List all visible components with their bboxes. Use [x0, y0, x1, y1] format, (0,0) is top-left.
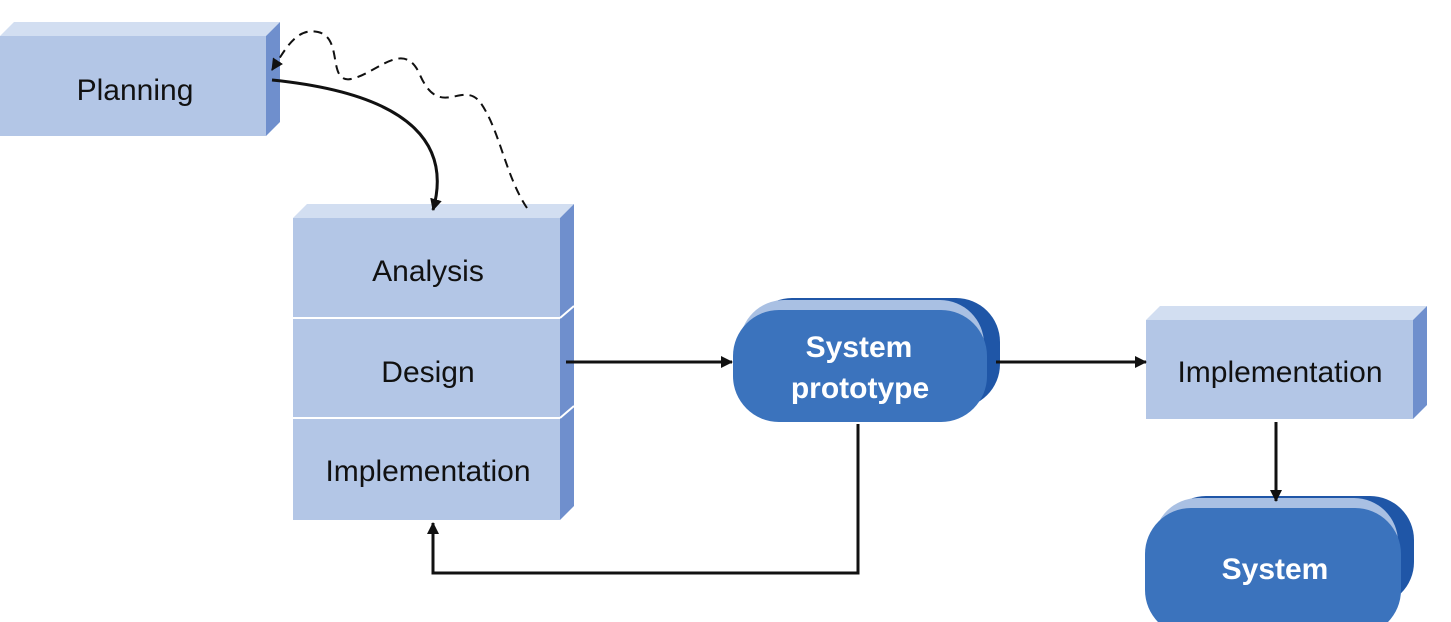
analysis-label: Analysis: [372, 255, 484, 288]
system-prototype-label-line2: prototype: [791, 372, 929, 405]
prototype-loop-back-arrow: [427, 424, 860, 575]
system-label: System: [1222, 553, 1329, 586]
system-pill: System: [1145, 496, 1414, 622]
system-prototype-pill: System prototype: [733, 298, 1000, 422]
iterative-stack: Analysis Design Implementation: [293, 204, 575, 520]
implementation-final-box: Implementation: [1146, 306, 1427, 419]
implementation-final-label: Implementation: [1177, 356, 1382, 389]
implementation-stack-label: Implementation: [325, 455, 530, 488]
feedback-dashed-arrow: [271, 30, 528, 209]
design-label: Design: [381, 356, 474, 389]
system-prototype-label-line1: System: [806, 331, 913, 364]
planning-label: Planning: [77, 74, 194, 107]
planning-to-analysis-arrow: [271, 78, 442, 211]
planning-box: Planning: [0, 22, 280, 136]
